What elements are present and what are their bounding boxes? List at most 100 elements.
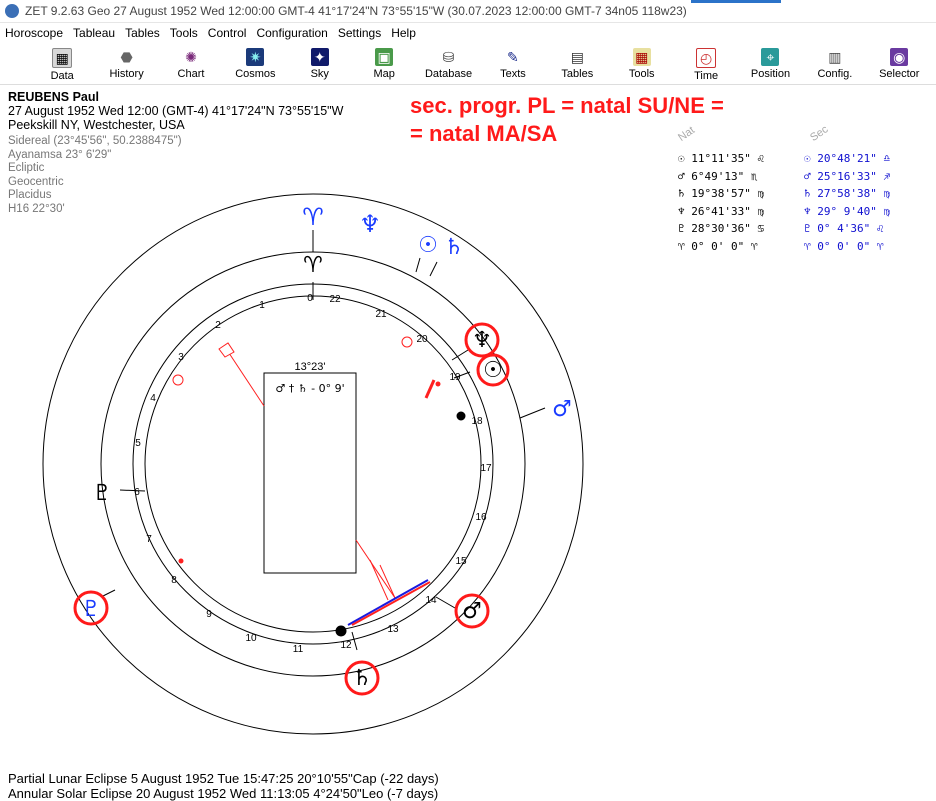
position-row: ♈ 0° 0' 0" ♈♈ 0° 0' 0" ♈ xyxy=(678,238,924,256)
toolbar-time-button[interactable]: ◴ Time xyxy=(674,44,738,84)
house-num: 9 xyxy=(206,609,212,620)
toolbar-tables-button[interactable]: ▤ Tables xyxy=(545,44,609,84)
pluto-marker-red xyxy=(424,379,436,399)
natal-point-red xyxy=(401,336,413,348)
position-row: ♇ 28°30'36" ♋♇ 0° 4'36" ♌ xyxy=(678,220,924,238)
toolbar-label: Tables xyxy=(561,68,594,80)
meta-ayanamsa: Ayanamsa 23° 6'29" xyxy=(8,148,112,161)
toolbar-map-button[interactable]: ▣Map xyxy=(352,44,416,84)
toolbar-cosmos-button[interactable]: ✷ Cosmos xyxy=(223,44,287,84)
highlight-saturn xyxy=(344,660,380,696)
cosmos-icon: ✷ xyxy=(246,48,265,66)
menu-horoscope[interactable]: Horoscope xyxy=(5,26,64,40)
menu-tools[interactable]: Tools xyxy=(169,26,198,40)
house-num: 17 xyxy=(480,463,492,474)
house-num: 22 xyxy=(329,294,341,305)
house-num: 8 xyxy=(171,575,177,586)
toolbar-history-button[interactable]: ⬣History xyxy=(94,44,158,84)
toolbar-label: Cosmos xyxy=(235,68,276,80)
sec-aries-glyph: ♈ xyxy=(302,203,324,231)
house-num: 11 xyxy=(293,644,304,655)
sec-mars-tick xyxy=(519,407,546,419)
natal-saturn-glyph: ♄ xyxy=(352,666,372,691)
aspect-line-red xyxy=(226,349,265,407)
window-title: ZET 9.2.63 Geo 27 August 1952 Wed 12:00:… xyxy=(25,4,687,18)
position-row: ♆ 26°41'33" ♍♆ 29° 9'40" ♍ xyxy=(678,203,924,221)
sec-saturn-tick xyxy=(429,261,438,277)
time-icon: ◴ xyxy=(696,48,717,68)
house-num: 19 xyxy=(449,372,461,383)
toolbar-label: Time xyxy=(694,70,719,82)
sec-pluto-glyph: ♇ xyxy=(81,597,101,622)
natal-position: ☉ 11°11'35" ♌ xyxy=(678,152,765,166)
birth-place: Peekskill NY, Westchester, USA xyxy=(8,118,185,132)
app-logo-icon xyxy=(5,4,19,18)
nat-mars-tick xyxy=(435,596,456,609)
house-num: 6 xyxy=(134,487,140,498)
toolbar-tools-button[interactable]: ▦Tools xyxy=(610,44,674,84)
toolbar-label: Database xyxy=(424,68,473,80)
toolbar-selector-button[interactable]: ◉Selector xyxy=(867,44,931,84)
toolbar-sky-button[interactable]: ✦Sky xyxy=(288,44,352,84)
meta-ecliptic: Ecliptic xyxy=(8,162,45,174)
positions-table: ☉ 11°11'35" ♌☉ 20°48'21" ♎ ♂ 6°49'13" ♏♂… xyxy=(678,150,924,255)
natal-aries-glyph: ♈ xyxy=(303,253,323,278)
chart-icon: ✺ xyxy=(185,49,197,65)
tools-icon: ▦ xyxy=(632,48,651,66)
data-icon: ▦ xyxy=(52,48,73,68)
meta-sidereal: Sidereal (23°45'56", 50.2388475") xyxy=(8,135,182,147)
toolbar-data-button[interactable]: ▦Data xyxy=(30,44,94,84)
house-num: 18 xyxy=(471,416,483,427)
nat-sun-tick xyxy=(453,371,471,379)
toolbar-label: Selector xyxy=(879,68,920,80)
menu-configuration[interactable]: Configuration xyxy=(256,26,328,40)
sec-position: ♈ 0° 0' 0" ♈ xyxy=(804,239,884,253)
birth-date-line: 27 August 1952 Wed 12:00 (GMT-4) 41°17'2… xyxy=(8,104,344,118)
red-dot xyxy=(435,381,441,387)
annotation-line-2: = natal MA/SA xyxy=(410,121,558,146)
nat-neptune-tick xyxy=(451,349,469,361)
chart-info: REUBENS Paul 27 August 1952 Wed 12:00 (G… xyxy=(8,90,343,216)
toolbar-texts-button[interactable]: ✎Texts xyxy=(481,44,545,84)
toolbar-label: Texts xyxy=(500,68,526,80)
house-num: 4 xyxy=(150,393,156,404)
natal-neptune-glyph: ♆ xyxy=(472,328,492,353)
position-icon: ⌖ xyxy=(761,48,780,66)
aspect-box xyxy=(263,372,357,574)
menu-settings[interactable]: Settings xyxy=(337,26,382,40)
toolbar-label: History xyxy=(109,68,144,80)
sec-sun-glyph: ☉ xyxy=(418,233,438,258)
sec-neptune-glyph: ♆ xyxy=(359,210,381,238)
menu-control[interactable]: Control xyxy=(207,26,247,40)
house-num: 7 xyxy=(146,534,152,545)
natal-position: ♄ 19°38'57" ♍ xyxy=(678,187,765,201)
sec-mars-glyph: ♂ xyxy=(552,397,572,422)
natal-point-red-2 xyxy=(172,374,184,386)
toolbar-chart-button[interactable]: ✺Chart xyxy=(159,44,223,84)
toolbar-label: Position xyxy=(750,68,791,80)
aspect-line-red-4 xyxy=(379,564,396,599)
natal-mars-glyph: ♂ xyxy=(462,599,482,624)
highlight-sun xyxy=(476,353,510,387)
natal-point-filled-2 xyxy=(335,625,347,637)
highlight-mars xyxy=(454,593,490,629)
menu-bar: Horoscope Tableau Tables Tools Control C… xyxy=(0,23,936,43)
annotation-line-1: sec. progr. PL = natal SU/NE = xyxy=(410,93,724,118)
toolbar-config-button[interactable]: ▥Config. xyxy=(803,44,867,84)
toolbar-position-button[interactable]: ⌖ Position xyxy=(738,44,802,84)
tables-icon: ▤ xyxy=(570,49,584,65)
natal-position: ♆ 26°41'33" ♍ xyxy=(678,204,765,218)
menu-help[interactable]: Help xyxy=(391,26,416,40)
person-name: REUBENS Paul xyxy=(8,90,99,104)
house-num: 3 xyxy=(178,352,184,363)
toolbar-database-button[interactable]: ⛁Database xyxy=(416,44,480,84)
config-icon: ▥ xyxy=(828,49,842,65)
sec-position: ♇ 0° 4'36" ♌ xyxy=(804,222,884,236)
menu-tables[interactable]: Tables xyxy=(125,26,160,40)
menu-tableau[interactable]: Tableau xyxy=(73,26,116,40)
house-num: 5 xyxy=(135,438,141,449)
natal-position: ♂ 6°49'13" ♏ xyxy=(678,169,758,183)
midpoint-line-blue xyxy=(347,579,429,626)
midpoint-line-red xyxy=(351,581,431,626)
